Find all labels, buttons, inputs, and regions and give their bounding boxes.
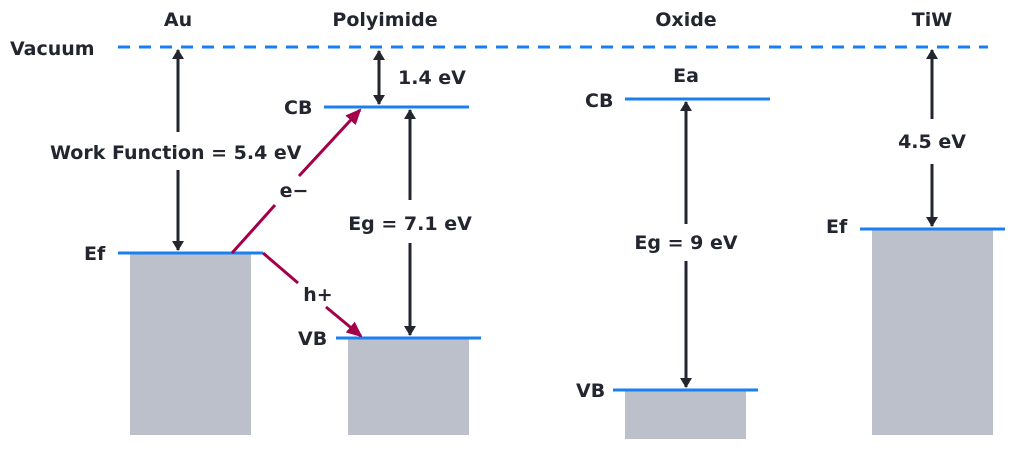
material-label-tiw: TiW — [912, 9, 952, 31]
polyimide-vb-label: VB — [298, 328, 327, 350]
material-label-oxide: Oxide — [655, 9, 716, 31]
polyimide-cb-label: CB — [284, 97, 312, 119]
au-filled-band — [130, 254, 251, 435]
material-label-au: Au — [164, 9, 192, 31]
oxide-cb-label: CB — [585, 90, 613, 112]
oxide-valence-band — [625, 391, 746, 439]
polyimide-gap-label: Eg = 7.1 eV — [348, 213, 472, 235]
tiw-filled-band — [872, 230, 993, 435]
electron-arrow-tail — [230, 203, 277, 255]
polyimide-affinity-label: 1.4 eV — [398, 67, 466, 89]
oxide-affinity-label: Ea — [673, 65, 699, 87]
vacuum-label: Vacuum — [10, 38, 95, 60]
au-ef-label: Ef — [84, 243, 106, 265]
hole-label: h+ — [303, 284, 332, 306]
electron-arrow-head — [297, 108, 362, 178]
tiw-ef-label: Ef — [826, 216, 848, 238]
material-label-polyimide: Polyimide — [332, 9, 437, 31]
polyimide-valence-band — [348, 339, 469, 435]
oxide-vb-label: VB — [576, 380, 605, 402]
tiw-work-function-label: 4.5 eV — [898, 131, 966, 153]
au-work-function-label: Work Function = 5.4 eV — [50, 142, 302, 164]
hole-arrow-head — [325, 305, 363, 338]
oxide-gap-label: Eg = 9 eV — [634, 232, 737, 254]
electron-label: e− — [280, 180, 309, 202]
hole-arrow-tail — [262, 251, 299, 285]
